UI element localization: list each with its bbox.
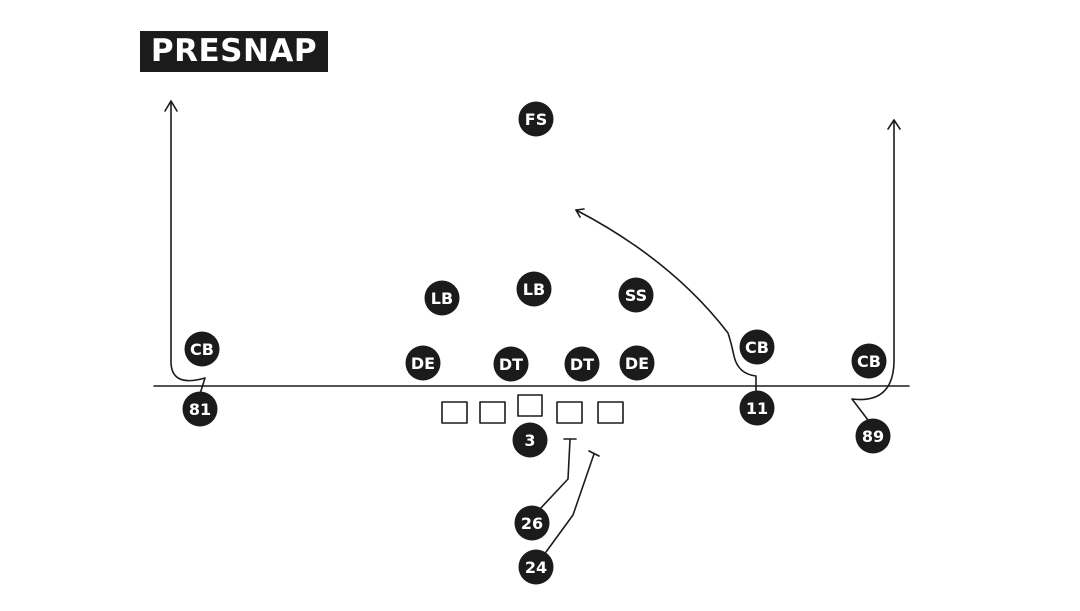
svg-text:26: 26 [521, 514, 543, 533]
player-ss: SS [618, 277, 654, 313]
play-title: PRESNAP [140, 31, 328, 72]
svg-text:FS: FS [525, 110, 547, 129]
svg-text:DT: DT [570, 355, 594, 374]
player-cb-far-left: CB [184, 331, 220, 367]
svg-text:DE: DE [625, 354, 649, 373]
svg-text:CB: CB [190, 340, 214, 359]
svg-text:DT: DT [499, 355, 523, 374]
svg-text:89: 89 [862, 427, 884, 446]
player-89: 89 [855, 418, 891, 454]
player-11: 11 [739, 390, 775, 426]
player-lb-middle: LB [516, 271, 552, 307]
route-81 [170, 100, 206, 395]
player-fs: FS [518, 101, 554, 137]
svg-text:LB: LB [523, 280, 545, 299]
svg-text:11: 11 [746, 399, 768, 418]
route-81-arrowhead [164, 100, 178, 112]
lineman-right-tackle [597, 401, 624, 424]
player-de-right: DE [619, 345, 655, 381]
lineman-left-tackle [441, 401, 468, 424]
lineman-center [517, 394, 543, 417]
route-24-block-tee [588, 450, 600, 457]
player-3: 3 [512, 422, 548, 458]
player-81: 81 [182, 391, 218, 427]
svg-text:CB: CB [857, 352, 881, 371]
route-26 [538, 439, 571, 511]
lineman-left-guard [479, 401, 506, 424]
lineman-right-guard [556, 401, 583, 424]
player-dt-right: DT [564, 346, 600, 382]
route-24 [545, 453, 595, 553]
route-89-arrowhead [887, 119, 901, 130]
player-24: 24 [518, 549, 554, 585]
route-11 [575, 209, 757, 397]
defense: FS LB LB SS CB DE DT DT [184, 101, 887, 382]
route-89 [851, 119, 895, 421]
svg-text:3: 3 [524, 431, 535, 450]
svg-text:LB: LB [431, 289, 453, 308]
player-26: 26 [514, 505, 550, 541]
player-de-left: DE [405, 345, 441, 381]
svg-text:DE: DE [411, 354, 435, 373]
player-cb-slot: CB [739, 329, 775, 365]
player-lb-left: LB [424, 280, 460, 316]
svg-text:SS: SS [625, 286, 647, 305]
svg-text:CB: CB [745, 338, 769, 357]
offense: 81 3 11 89 26 24 [182, 390, 891, 585]
player-cb-far-right: CB [851, 343, 887, 379]
player-dt-left: DT [493, 346, 529, 382]
route-11-arrowhead [575, 208, 585, 218]
svg-text:24: 24 [525, 558, 547, 577]
svg-text:81: 81 [189, 400, 211, 419]
